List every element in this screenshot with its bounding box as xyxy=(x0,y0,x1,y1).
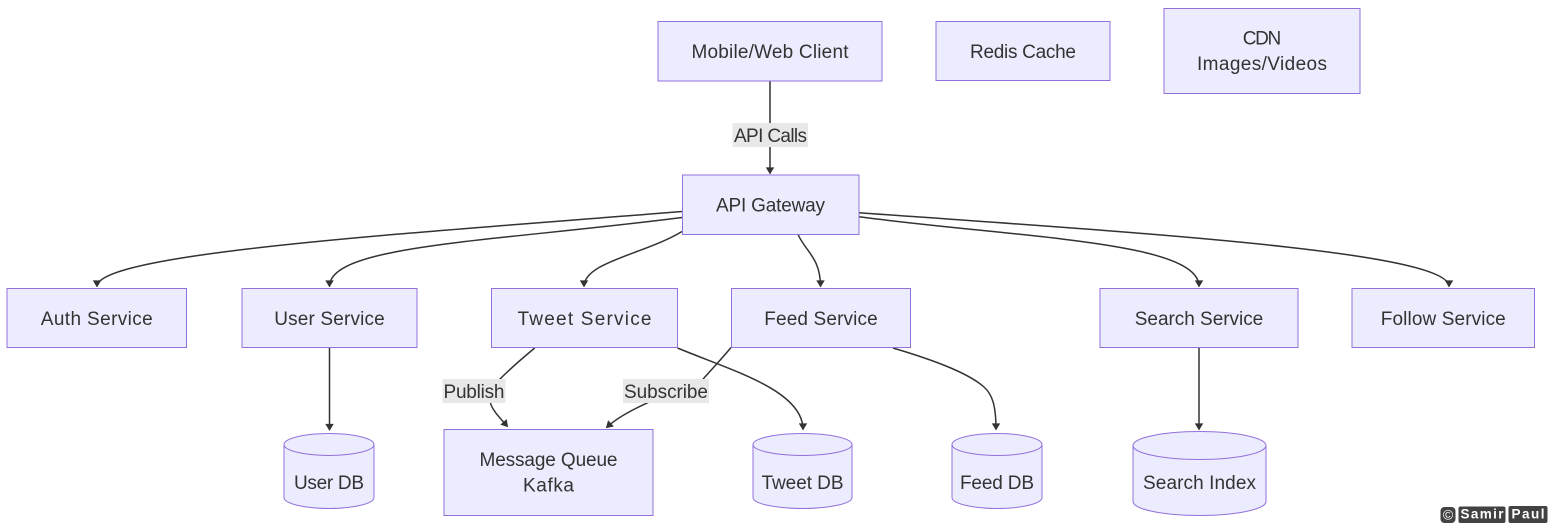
svg-text:Message Queue: Message Queue xyxy=(480,450,618,471)
svg-text:Tweet Service: Tweet Service xyxy=(518,309,652,330)
svg-text:Auth Service: Auth Service xyxy=(41,309,153,330)
svg-text:Samir: Samir xyxy=(1461,507,1505,522)
svg-text:User DB: User DB xyxy=(294,473,364,494)
svg-text:Feed Service: Feed Service xyxy=(764,309,878,330)
svg-text:Paul: Paul xyxy=(1512,507,1545,522)
svg-text:Search Service: Search Service xyxy=(1135,309,1264,330)
svg-text:Tweet DB: Tweet DB xyxy=(762,473,844,494)
svg-text:Subscribe: Subscribe xyxy=(624,382,708,403)
svg-text:Follow Service: Follow Service xyxy=(1381,309,1506,330)
svg-text:Images/Videos: Images/Videos xyxy=(1197,54,1327,75)
svg-text:©: © xyxy=(1443,507,1454,523)
svg-text:API Calls: API Calls xyxy=(734,126,807,147)
svg-text:Search Index: Search Index xyxy=(1143,473,1257,494)
svg-text:Feed DB: Feed DB xyxy=(960,473,1034,494)
svg-text:Kafka: Kafka xyxy=(523,476,574,497)
svg-text:Mobile/Web Client: Mobile/Web Client xyxy=(692,42,850,63)
svg-text:CDN: CDN xyxy=(1243,29,1282,50)
svg-text:User Service: User Service xyxy=(274,309,385,330)
svg-text:Publish: Publish xyxy=(444,382,505,403)
svg-text:API Gateway: API Gateway xyxy=(716,196,826,217)
svg-text:Redis Cache: Redis Cache xyxy=(970,42,1076,63)
